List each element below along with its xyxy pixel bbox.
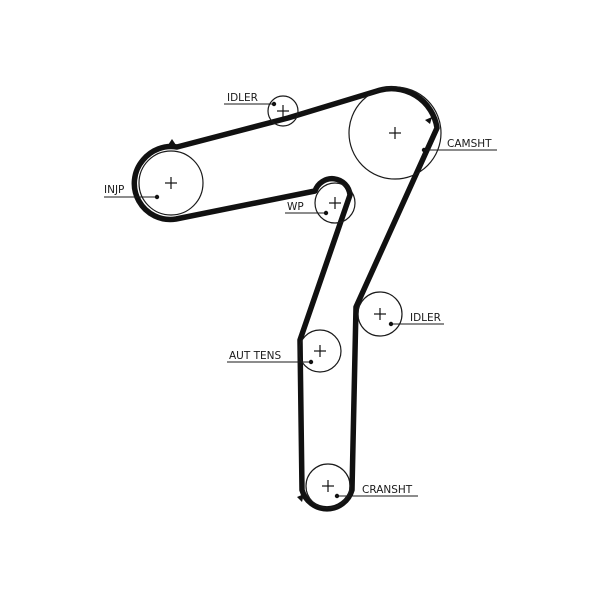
dot-wp: [323, 210, 329, 216]
pulley-idler-right: [357, 291, 403, 337]
timing-mark-camsht-arrow: [425, 117, 432, 124]
label-injp: INJP: [104, 184, 124, 196]
label-aut-tens: AUT TENS: [229, 350, 282, 362]
label-cransht: CRANSHT: [362, 484, 413, 496]
label-idler-right: IDLER: [410, 312, 441, 324]
dot-idler-right: [388, 321, 394, 327]
timing-mark-cransht-arrow: [297, 494, 304, 502]
dot-camsht: [421, 147, 427, 153]
pulley-idler-top: [267, 95, 299, 127]
dot-injp: [154, 194, 160, 200]
label-wp: WP: [287, 201, 304, 213]
pulley-water-pump: [314, 182, 356, 224]
label-idler-top: IDLER: [227, 92, 258, 104]
dot-idler-top: [271, 101, 277, 107]
dot-aut-tens: [308, 359, 314, 365]
dot-cransht: [334, 493, 340, 499]
timing-belt: [131, 85, 440, 512]
pulley-crankshaft: [305, 463, 351, 509]
pulley-injection-pump: [138, 150, 204, 216]
timing-mark-injp-arrow: [168, 139, 176, 145]
pulley-camshaft: [348, 86, 442, 180]
label-camsht: CAMSHT: [447, 138, 492, 150]
pulley-auto-tensioner: [298, 329, 342, 373]
